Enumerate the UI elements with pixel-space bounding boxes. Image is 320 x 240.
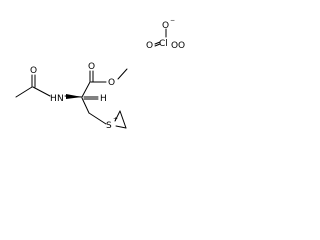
atom-o-top-perchlorate: O xyxy=(162,21,169,31)
atom-n-amide: N xyxy=(57,94,64,104)
atom-h-amide: H xyxy=(50,94,57,104)
bond-alpha-to-ch2 xyxy=(81,97,90,114)
atom-h-stereo: H xyxy=(100,94,107,104)
perchlorate-counterion xyxy=(154,28,167,47)
atom-o-acetyl: O xyxy=(30,66,37,76)
atom-o-top-charge: − xyxy=(170,17,175,24)
atom-o-ester: O xyxy=(108,78,115,88)
bond-carbonyl-to-n xyxy=(32,86,51,97)
atom-o-right-2-perchlorate: O xyxy=(178,41,185,51)
atom-s-thiiranium: S xyxy=(106,121,112,131)
bond-cl-to-o-left-2 xyxy=(154,43,161,47)
bond-cl-to-o-left-1 xyxy=(154,41,161,45)
bond-s-to-ring-c2 xyxy=(115,125,127,129)
wedge-bond-alpha-n xyxy=(66,94,82,99)
bond-ring-c1-to-c2 xyxy=(119,110,127,129)
chemical-structure-diagram: O N H O O H S + O − O Cl O O xyxy=(15,17,185,131)
atom-o-ester-carbonyl: O xyxy=(88,62,95,72)
bond-alpha-to-ester-carbon xyxy=(81,81,91,98)
bond-ch2-to-s xyxy=(88,112,107,125)
bond-ester-o-to-methyl xyxy=(117,68,128,80)
bond-methyl-to-carbonyl xyxy=(15,86,33,98)
molecule-skeleton xyxy=(15,68,128,129)
atom-cl-perchlorate: Cl xyxy=(159,39,168,49)
atom-s-charge: + xyxy=(113,116,118,123)
atom-o-left-perchlorate: O xyxy=(146,41,153,51)
bond-s-to-ring-c1 xyxy=(114,110,121,122)
atom-o-right-1-perchlorate: O xyxy=(171,41,178,51)
